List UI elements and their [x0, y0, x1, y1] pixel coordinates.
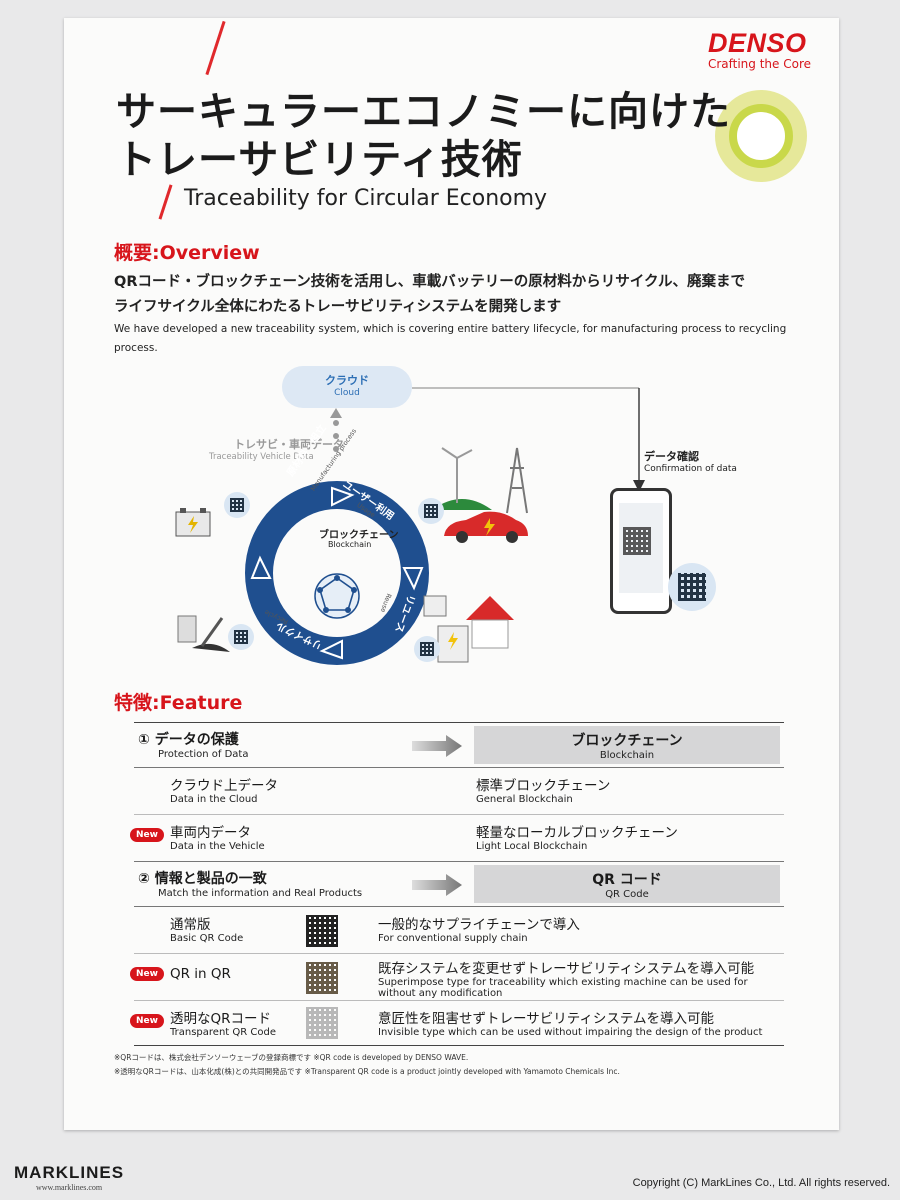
red-slash-top: [205, 20, 226, 76]
blockchain-icon: [314, 573, 360, 619]
denso-brand: DENSO Crafting the Core: [708, 28, 811, 71]
page-subtitle: Traceability for Circular Economy: [184, 186, 548, 211]
arrow-right-icon: [412, 735, 462, 757]
new-badge: New: [130, 967, 164, 981]
connector-lines: [330, 387, 645, 492]
footnote-1: ※QRコードは、株式会社デンソーウェーブの登録商標です ※QR code is …: [114, 1053, 469, 1062]
battery-icon: [175, 508, 211, 537]
brand-tagline: Crafting the Core: [707, 57, 811, 71]
qr-icon: [228, 624, 254, 650]
transparent-qr-icon: [306, 1007, 338, 1039]
table-row: New 車両内データ Data in the Vehicle 軽量なローカルブロ…: [130, 815, 784, 862]
poster: DENSO Crafting the Core サーキュラーエコノミーに向けた …: [64, 18, 839, 1130]
trace-label-en: Traceability Vehicle Data: [209, 452, 314, 462]
confirm-label-jp: データ確認: [644, 450, 699, 463]
new-badge: New: [130, 828, 164, 842]
confirm-label-en: Confirmation of data: [644, 464, 737, 474]
marklines-logo: MARKLINES: [14, 1163, 125, 1182]
table-row: ① データの保護 Protection of Data ブロックチェーン Blo…: [134, 722, 784, 768]
lifecycle-diagram: クラウド Cloud トレサビ・車両データ Traceability Vehic…: [64, 358, 839, 688]
denso-logo: DENSO: [707, 28, 807, 58]
ev-car-icon: [444, 511, 528, 543]
marklines-url: www.marklines.com: [36, 1183, 103, 1192]
power-grid-icon: [432, 447, 528, 514]
qr-icon: [414, 636, 440, 662]
arrow-right-icon: [412, 874, 462, 896]
reuse-house-icon: [423, 595, 514, 663]
footnote-2: ※透明なQRコードは、山本化成(株)との共同開発品です ※Transparent…: [114, 1067, 620, 1076]
smartphone-icon: [610, 488, 672, 614]
feature-heading: 特徴:Feature: [114, 692, 243, 714]
table-row: 通常版 Basic QR Code 一般的なサプライチェーンで導入 For co…: [134, 907, 784, 954]
page-title: サーキュラーエコノミーに向けた トレーサビリティ技術: [116, 89, 731, 183]
red-slash-mid: [158, 184, 173, 220]
overview-en: We have developed a new traceability sys…: [114, 323, 787, 354]
qr-in-qr-icon: [306, 962, 338, 994]
copyright: Copyright (C) MarkLines Co., Ltd. All ri…: [632, 1177, 890, 1189]
qr-icon: [418, 498, 444, 524]
qr-code-icon: [306, 915, 338, 947]
blockchain-center-jp: ブロックチェーン: [319, 530, 399, 541]
table-row: ② 情報と製品の一致 Match the information and Rea…: [134, 862, 784, 907]
qr-icon: [224, 492, 250, 518]
qr-large-icon: [668, 563, 716, 611]
table-row: クラウド上データ Data in the Cloud 標準ブロックチェーン Ge…: [134, 768, 784, 815]
recycle-material-icon: [177, 615, 230, 652]
overview-jp: QRコード・ブロックチェーン技術を活用し、車載バッテリーの原材料からリサイクル、…: [114, 274, 746, 315]
table-row: New 透明なQRコード Transparent QR Code 意匠性を阻害せ…: [130, 1001, 784, 1046]
feature-table: ① データの保護 Protection of Data ブロックチェーン Blo…: [130, 722, 784, 1046]
overview-heading: 概要:Overview: [114, 242, 260, 264]
lifecycle-cycle: [245, 481, 429, 665]
circular-badge-icon: [715, 90, 807, 182]
blockchain-center-en: Blockchain: [328, 540, 372, 549]
trace-label-jp: トレサビ・車両データ: [234, 438, 344, 451]
new-badge: New: [130, 1014, 164, 1028]
table-row: New QR in QR 既存システムを変更せずトレーサビリティシステムを導入可…: [130, 954, 784, 1001]
cloud-icon: クラウド Cloud: [282, 366, 412, 408]
